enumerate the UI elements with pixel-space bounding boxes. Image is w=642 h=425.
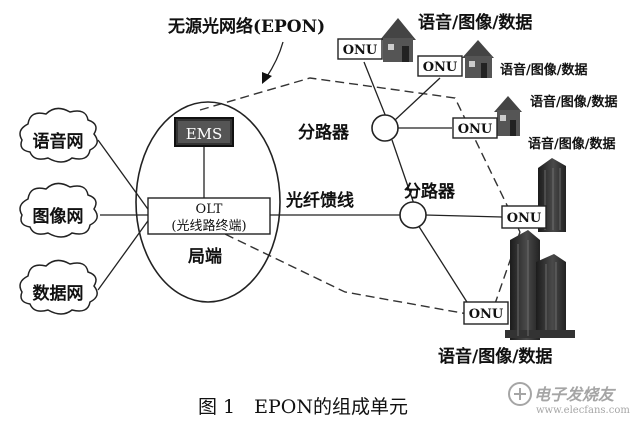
watermark-text: 电子发烧友 bbox=[534, 385, 617, 404]
onu-box-2: ONU bbox=[417, 55, 463, 77]
house-icon-2 bbox=[462, 40, 494, 78]
olt-label: OLT bbox=[196, 202, 223, 217]
onu-box-5: ONU bbox=[463, 301, 509, 325]
splitter-1-node bbox=[371, 114, 399, 142]
splitter-2-node bbox=[399, 201, 427, 229]
onu-label-3: ONU bbox=[458, 122, 493, 137]
figure-caption: 图 1 EPON的组成单元 bbox=[198, 396, 408, 418]
splitter-1-label: 分路器 bbox=[298, 122, 350, 143]
ems-screen bbox=[178, 121, 230, 143]
epon-boundary-bottom bbox=[199, 221, 521, 319]
splitter2-branch-right bbox=[424, 214, 503, 218]
olt-box bbox=[147, 197, 271, 235]
building-complex-icon bbox=[505, 230, 575, 340]
service-label-4: 语音/图像/数据 bbox=[528, 136, 616, 152]
watermark-url: www.elecfans.com bbox=[536, 405, 630, 416]
onu-box-1: ONU bbox=[337, 38, 383, 60]
cloud-data-network: 数据网 bbox=[19, 259, 98, 315]
splitter2-branch-down bbox=[417, 224, 473, 311]
onu-label-2: ONU bbox=[423, 60, 458, 75]
onu-label-5: ONU bbox=[469, 307, 504, 322]
house-icon-3 bbox=[494, 96, 522, 136]
watermark-icon bbox=[508, 382, 532, 406]
service-label-1: 语音/图像/数据 bbox=[418, 12, 532, 33]
epon-boundary-top bbox=[199, 77, 521, 233]
house-icon-1 bbox=[380, 18, 416, 62]
service-label-5: 语音/图像/数据 bbox=[438, 346, 552, 367]
olt-sublabel: (光线路终端) bbox=[171, 218, 246, 234]
cloud-voice-network: 语音网 bbox=[19, 107, 98, 163]
onu-box-3: ONU bbox=[452, 117, 498, 139]
cloud-video-network: 图像网 bbox=[19, 182, 98, 238]
epon-pointer-arrow bbox=[265, 41, 284, 79]
epon-label: 无源光网络(EPON) bbox=[167, 16, 325, 37]
onu-box-4: ONU bbox=[501, 205, 547, 229]
link-voice-olt bbox=[97, 139, 151, 213]
splitter1-branch-up bbox=[363, 61, 389, 123]
central-office-ellipse bbox=[135, 101, 281, 303]
link-data-olt bbox=[97, 217, 151, 291]
onu-label-1: ONU bbox=[343, 43, 378, 58]
cloud-data-label: 数据网 bbox=[33, 283, 84, 304]
splitter1-branch-onu2 bbox=[394, 77, 441, 121]
service-label-3: 语音/图像/数据 bbox=[530, 94, 618, 110]
fiber-feeder-label: 光纤馈线 bbox=[285, 190, 354, 211]
ems-label: EMS bbox=[186, 125, 223, 143]
splitter1-branch-down bbox=[391, 139, 415, 205]
cloud-voice-label: 语音网 bbox=[33, 131, 84, 152]
onu-label-4: ONU bbox=[507, 211, 542, 226]
cloud-video-label: 图像网 bbox=[33, 207, 84, 227]
central-office-label: 局端 bbox=[188, 246, 222, 267]
epon-arrow-head bbox=[262, 72, 272, 84]
watermark-icon-mark bbox=[514, 388, 526, 400]
splitter-2-label: 分路器 bbox=[404, 181, 456, 202]
watermark-logo: 电子发烧友 www.elecfans.com bbox=[508, 382, 630, 416]
service-label-2: 语音/图像/数据 bbox=[500, 62, 588, 78]
